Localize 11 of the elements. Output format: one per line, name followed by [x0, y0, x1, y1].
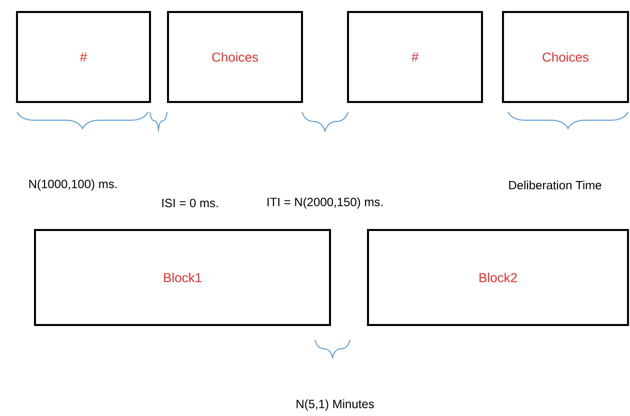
block-box: Block1 — [34, 229, 331, 326]
stimulus-box: Choices — [167, 11, 303, 103]
interval-label: ISI = 0 ms. — [162, 198, 218, 208]
interval-label: ITI = N(2000,150) ms. — [268, 197, 382, 209]
stimulus-box: # — [347, 11, 483, 103]
block-box: Block2 — [367, 229, 629, 326]
interval-label: N(5,1) Minutes — [296, 399, 374, 411]
stimulus-box: # — [16, 11, 151, 103]
interval-label: Deliberation Time — [509, 180, 602, 190]
stimulus-box: Choices — [502, 11, 629, 103]
interval-label: N(1000,100) ms. — [29, 179, 117, 191]
